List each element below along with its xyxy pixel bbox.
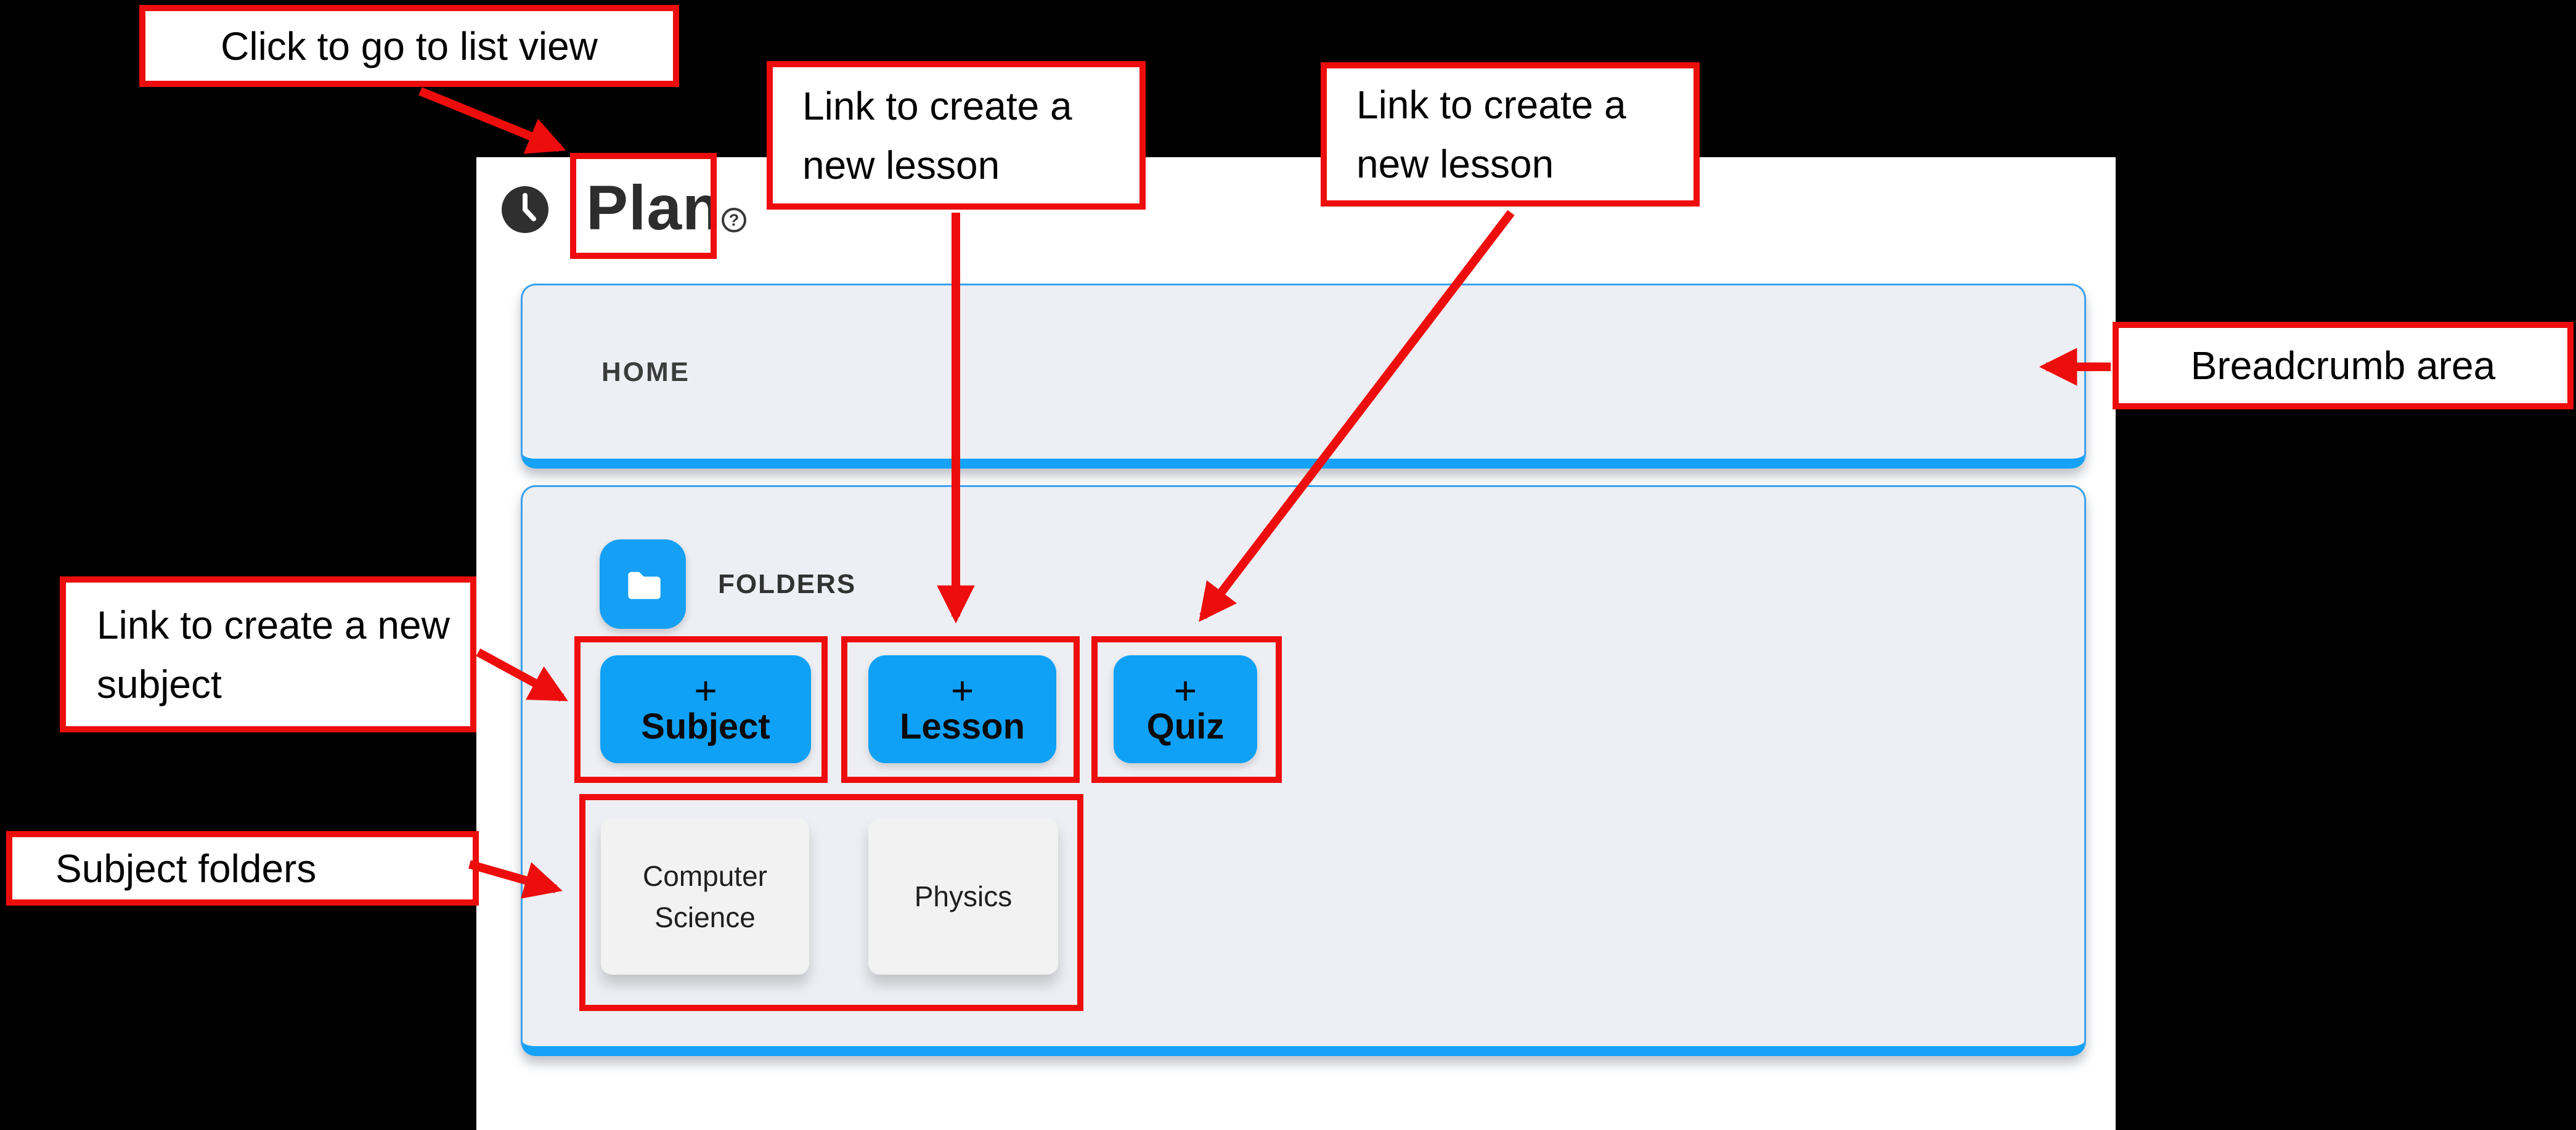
arrow-to-plan-title — [418, 87, 566, 154]
plus-icon: + — [950, 668, 974, 713]
add-subject-label: Subject — [641, 706, 770, 747]
folder-icon — [628, 571, 661, 599]
annotation-subject-folders: Subject folders — [6, 831, 479, 906]
page-title[interactable]: Plan — [586, 173, 722, 243]
plus-icon: + — [1173, 668, 1197, 713]
annotation-breadcrumb-area: Breadcrumb area — [2113, 322, 2574, 409]
annotation-create-subject: Link to create a new subject — [60, 576, 476, 732]
add-lesson-label: Lesson — [899, 706, 1025, 747]
folders-header: FOLDERS — [600, 539, 856, 629]
add-quiz-label: Quiz — [1146, 706, 1225, 747]
breadcrumb-home[interactable]: HOME — [601, 356, 690, 387]
annotation-create-lesson-1: Link to create a new lesson — [767, 61, 1146, 210]
breadcrumb: HOME — [521, 284, 2086, 469]
add-lesson-button[interactable]: + Lesson — [868, 655, 1056, 763]
folders-tile — [600, 539, 686, 629]
folders-section-label: FOLDERS — [718, 568, 857, 599]
help-icon[interactable]: ? — [722, 208, 746, 232]
plan-app-window: Plan ? HOME FOLDERS + Subject — [476, 157, 2116, 1130]
create-buttons-row: + Subject + Lesson + Quiz — [600, 655, 1257, 763]
annotation-create-lesson-2: Link to create a new lesson — [1321, 62, 1700, 207]
add-subject-button[interactable]: + Subject — [600, 655, 811, 763]
plus-icon: + — [694, 668, 717, 713]
subject-folder-physics[interactable]: Physics — [868, 819, 1058, 975]
subject-folders-row: Computer Science Physics — [601, 819, 1058, 975]
folders-panel: FOLDERS + Subject + Lesson + Quiz Comput… — [521, 485, 2086, 1056]
clock-icon — [502, 186, 548, 233]
annotation-click-list-view: Click to go to list view — [139, 5, 679, 87]
subject-folder-computer-science[interactable]: Computer Science — [601, 819, 809, 975]
add-quiz-button[interactable]: + Quiz — [1114, 655, 1257, 763]
